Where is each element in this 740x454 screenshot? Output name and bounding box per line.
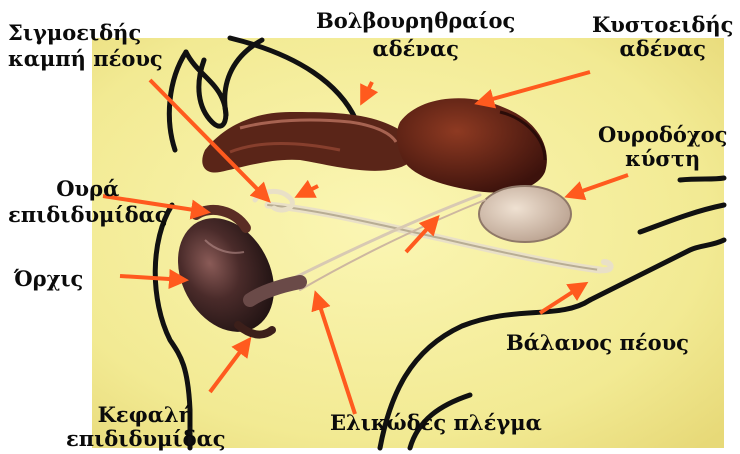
label-bulbourethral-line1: Βολβουρηθραίος: [316, 10, 515, 32]
label-sigmoid-flexure: Σιγμοειδής καμπή πέους: [8, 22, 163, 70]
label-pampiniform-plexus: Ελικώδες πλέγμα: [330, 412, 542, 434]
label-vesicular-gland: Κυστοειδής αδένας: [592, 14, 733, 60]
label-bulbourethral-line2: αδένας: [316, 38, 515, 60]
label-epididymis-tail-line1: Ουρά: [8, 178, 168, 200]
label-vesicular-line2: αδένας: [592, 38, 733, 60]
label-epididymis-head-line2: επιδιδυμίδας: [66, 428, 226, 450]
label-bladder-line2: κύστη: [598, 148, 727, 170]
label-epididymis-tail-line2: επιδιδυμίδας: [8, 204, 168, 226]
label-epididymis-head: Κεφαλή επιδιδυμίδας: [66, 404, 226, 450]
label-urinary-bladder: Ουροδόχος κύστη: [598, 124, 727, 170]
label-bladder-line1: Ουροδόχος: [598, 124, 727, 146]
label-glans-penis: Βάλανος πέους: [506, 332, 689, 354]
bladder-shape: [479, 186, 571, 242]
label-epididymis-head-line1: Κεφαλή: [66, 404, 226, 426]
label-sigmoid-flexure-line2: καμπή πέους: [8, 48, 163, 70]
label-testis: Όρχις: [14, 268, 83, 290]
label-epididymis-tail: Ουρά επιδιδυμίδας: [8, 178, 168, 226]
label-vesicular-line1: Κυστοειδής: [592, 14, 733, 36]
label-bulbourethral-gland: Βολβουρηθραίος αδένας: [316, 10, 515, 60]
label-sigmoid-flexure-line1: Σιγμοειδής: [8, 22, 163, 44]
